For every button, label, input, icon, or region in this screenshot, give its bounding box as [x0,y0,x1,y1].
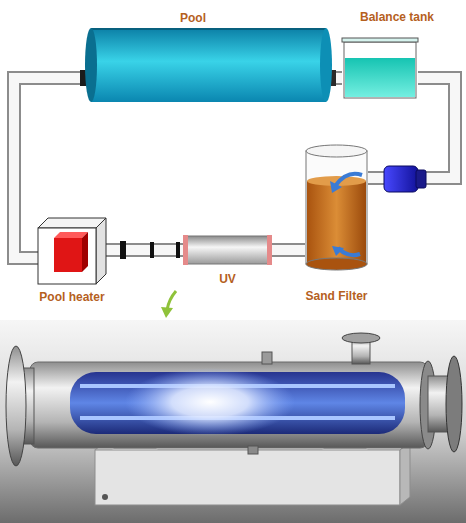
pipe-wall [106,243,185,257]
pipe-fitting [80,70,86,86]
pipe-fitting [176,242,180,258]
component-label: UV [175,272,280,287]
filter-sand [307,181,366,264]
tank-rim [342,38,418,42]
sensor-port [262,352,272,364]
component-shape [305,145,368,270]
stand-side [400,442,410,505]
component-shape [342,38,418,98]
stand [95,442,410,505]
heater-core [54,238,82,272]
uv-unit: UV [185,236,270,264]
pipe [270,250,305,251]
component-shape [38,218,106,284]
component-shape [185,236,270,264]
heater-front [38,228,96,284]
heater-core-side [82,232,88,272]
component-label: Pool [180,11,206,26]
pump-cap [416,170,426,188]
pool-body [91,28,326,102]
top-outlet [342,333,380,364]
steel-housing [30,352,428,454]
pump [384,166,426,192]
sand-filter: Sand Filter [305,145,368,270]
tank-water [345,58,415,97]
outlet-flange [342,333,380,343]
pipe-wall [332,71,342,85]
pointer-shaft [167,291,176,310]
pool-tank: Pool [85,28,332,102]
pointer-head [161,307,173,318]
pipe-fitting [120,241,126,259]
component-label: Sand Filter [285,289,388,304]
component-shape [85,28,332,102]
pipe-wall [270,243,305,257]
pump-body [384,166,418,192]
uv-body [185,236,270,264]
flange-disc [6,346,26,466]
pool-heater: Pool heater [38,218,106,284]
component-label: Balance tank [360,10,434,25]
stand-screw [102,494,108,500]
right-flange [420,356,462,452]
filter-body [306,151,367,264]
pool-end [85,28,97,102]
drain-port [248,446,258,454]
pool-rim [91,28,326,30]
uv-ring [267,235,272,265]
flow-arrow-head [330,181,342,193]
left-flange [6,346,34,466]
tank-body [344,42,416,98]
uv-ring [183,235,188,265]
component-label: Pool heater [28,290,116,305]
filter-bottom [306,258,367,270]
stand-front [95,450,400,505]
heater-side [96,218,106,284]
photo-background [0,320,466,523]
pipe-bore [106,245,185,255]
uv-glow [125,368,295,436]
housing-body [30,362,428,448]
pool-end [320,28,332,102]
pipe-fitting [150,242,154,258]
flow-arrow [336,174,362,185]
pointer-arrow [161,291,176,318]
outlet-flange [446,356,462,452]
pipe [106,250,185,251]
pipe-bore [270,245,305,255]
heater-top [38,218,106,228]
flow-arrow-head [332,246,344,256]
filter-top [306,145,367,157]
balance-tank: Balance tank [342,38,418,98]
